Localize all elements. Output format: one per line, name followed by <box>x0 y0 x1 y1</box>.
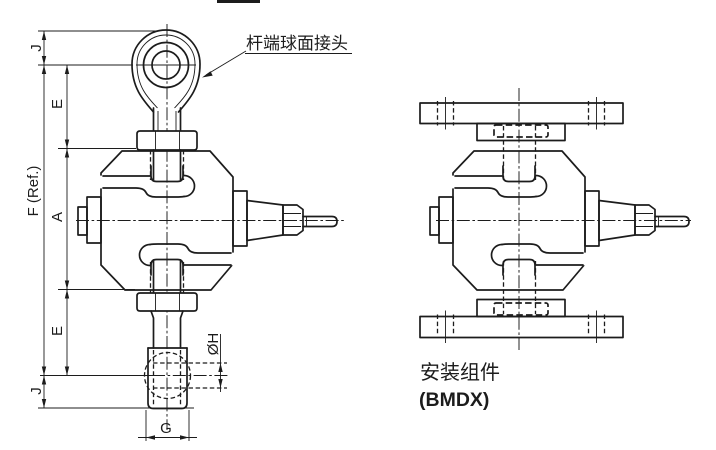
dim-label-f-ref: F (Ref.) <box>25 166 42 217</box>
mounting-plate-bottom <box>419 310 624 343</box>
hidden-boss-top <box>493 124 549 138</box>
right-view-mounting-assembly: 安装组件 (BMDX) <box>419 88 691 411</box>
adapter-block-bottom <box>476 298 566 318</box>
hidden-boss-bottom <box>493 302 549 316</box>
caption-title: 安装组件 <box>420 361 500 384</box>
dim-label-e-bottom: E <box>49 326 66 336</box>
callout-rod-end: 杆端球面接头 <box>202 34 352 78</box>
dim-label-g: G <box>160 420 172 437</box>
rod-end-bottom <box>40 310 228 410</box>
hidden-stud-top <box>502 126 537 180</box>
adapter-block-top <box>476 122 566 142</box>
callout-label: 杆端球面接头 <box>246 34 348 53</box>
hidden-stud-bottom <box>502 261 537 314</box>
hidden-bore-lines <box>153 362 227 389</box>
dim-label-a: A <box>49 212 66 222</box>
dim-label-hole-dia: ØH <box>205 333 222 356</box>
dim-label-e-top: E <box>49 99 66 109</box>
left-view-load-cell-with-rod-ends: J E F (Ref.) A E J ØH G 杆端球面接头 <box>25 24 352 441</box>
caption-code: (BMDX) <box>419 389 489 411</box>
dim-label-j-bottom: J <box>28 387 45 395</box>
hex-nut-bottom <box>136 292 198 312</box>
leader-arrowhead <box>202 71 213 78</box>
dimensioning: J E F (Ref.) A E J ØH G <box>25 30 223 441</box>
dim-label-j-top: J <box>28 44 45 52</box>
hex-nut-top <box>136 130 198 151</box>
rod-end-top <box>131 29 201 132</box>
top-crop-bar <box>217 0 260 3</box>
